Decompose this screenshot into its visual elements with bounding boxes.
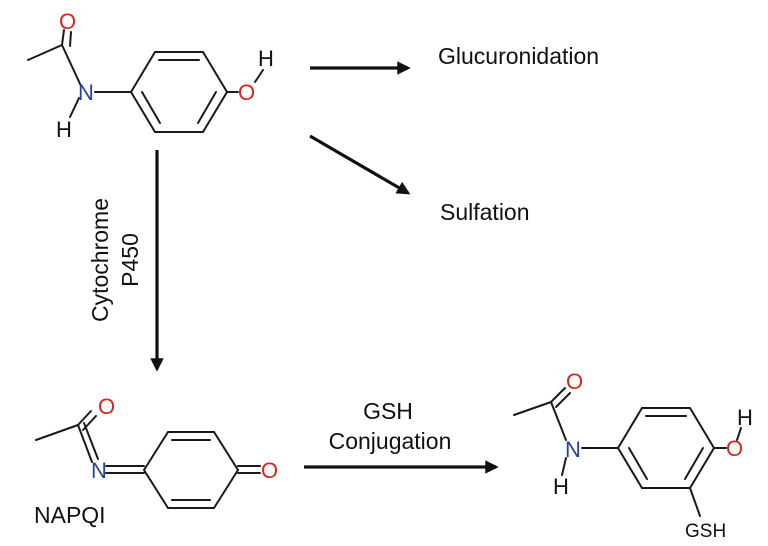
amide-nitrogen-label: N (78, 80, 94, 105)
glucuronidation-label: Glucuronidation (438, 43, 599, 69)
conjugate-hydroxyl-oxygen-label: O (726, 436, 743, 461)
napqi-quinone-oxygen-label: O (261, 458, 278, 483)
hydroxyl-oxygen-label: O (238, 80, 255, 105)
enzyme-line2: P450 (117, 233, 143, 287)
paracetamol-molecule: O N H O H (27, 9, 274, 142)
gsh-label: GSH (363, 398, 413, 424)
conjugate-amide-hydrogen-label: H (553, 474, 569, 499)
sulfation-label: Sulfation (440, 199, 530, 225)
arrow-to-sulfation (309, 134, 411, 195)
hydroxyl-hydrogen-label: H (258, 46, 274, 71)
carbonyl-oxygen-label: O (59, 9, 76, 34)
napqi-carbonyl-oxygen-label: O (98, 394, 115, 419)
cytochrome-p450-label: Cytochrome P450 (87, 198, 143, 322)
gsh-substituent-label: GSH (685, 521, 726, 542)
napqi-molecule: O N O (35, 394, 278, 509)
conjugation-label: Conjugation (329, 428, 452, 454)
enzyme-line1: Cytochrome (87, 198, 113, 322)
conjugate-hydroxyl-hydrogen-label: H (737, 405, 753, 430)
amide-hydrogen-label: H (56, 117, 72, 142)
napqi-label: NAPQI (34, 502, 106, 528)
napqi-nitrogen-label: N (91, 458, 107, 483)
conjugate-carbonyl-oxygen-label: O (566, 369, 583, 394)
conjugate-nitrogen-label: N (565, 437, 581, 462)
gsh-conjugate-molecule: O N H O H (513, 369, 753, 517)
